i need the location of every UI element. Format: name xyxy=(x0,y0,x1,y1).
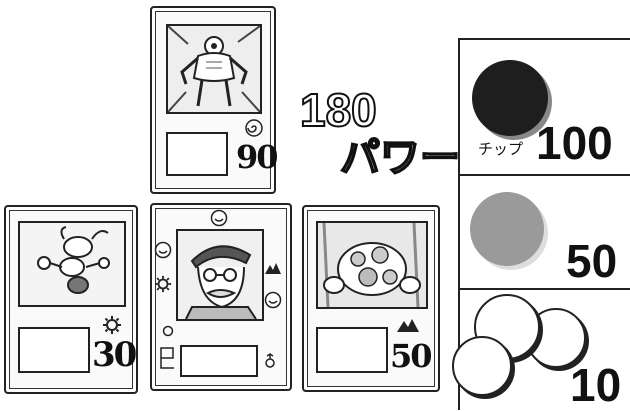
card-center-stat-box xyxy=(180,345,258,377)
spiral-icon xyxy=(244,118,264,138)
card-right[interactable]: 50 xyxy=(302,205,440,392)
card-top-power: 90 xyxy=(236,140,277,174)
chip-row-10[interactable]: 10 xyxy=(460,290,630,410)
ring-icon xyxy=(162,325,174,337)
card-center[interactable] xyxy=(150,203,292,391)
card-center-art xyxy=(176,229,264,321)
card-left[interactable]: 30 xyxy=(4,205,138,394)
gray-chip-icon xyxy=(470,192,544,266)
card-right-power: 50 xyxy=(390,339,431,373)
total-power-label: パワー xyxy=(340,136,460,180)
figure-icon xyxy=(264,353,276,369)
card-top-stat-box xyxy=(166,132,228,176)
card-left-stat-box xyxy=(18,327,90,373)
chip-row-100[interactable]: チップ 100 xyxy=(460,40,630,176)
chip-row-50[interactable]: 50 xyxy=(460,174,630,290)
card-left-power: 30 xyxy=(92,337,135,373)
smile-icon xyxy=(210,209,228,227)
flag-icon xyxy=(160,347,176,369)
smile-icon xyxy=(154,241,172,259)
chip-title: チップ xyxy=(478,138,523,159)
monster-illustration xyxy=(168,26,260,112)
card-right-art xyxy=(316,221,428,309)
monster-illustration xyxy=(318,223,426,307)
card-top[interactable]: 90 xyxy=(150,6,276,194)
chip-value-50: 50 xyxy=(566,236,617,286)
mountain-icon xyxy=(264,261,282,275)
chip-value-10: 10 xyxy=(570,360,621,410)
gear-icon xyxy=(102,315,122,335)
chip-value-100: 100 xyxy=(536,118,613,168)
smile-icon xyxy=(264,291,282,309)
white-chip-icon xyxy=(452,336,512,396)
gear-icon xyxy=(154,275,172,293)
card-right-stat-box xyxy=(316,327,388,373)
card-left-art xyxy=(18,221,126,307)
mountain-icon xyxy=(396,317,420,333)
monster-illustration xyxy=(20,223,124,305)
character-illustration xyxy=(178,231,262,319)
card-top-art xyxy=(166,24,262,114)
total-power-value: 180 xyxy=(300,86,377,134)
chip-panel: チップ 100 50 10 xyxy=(458,38,630,410)
